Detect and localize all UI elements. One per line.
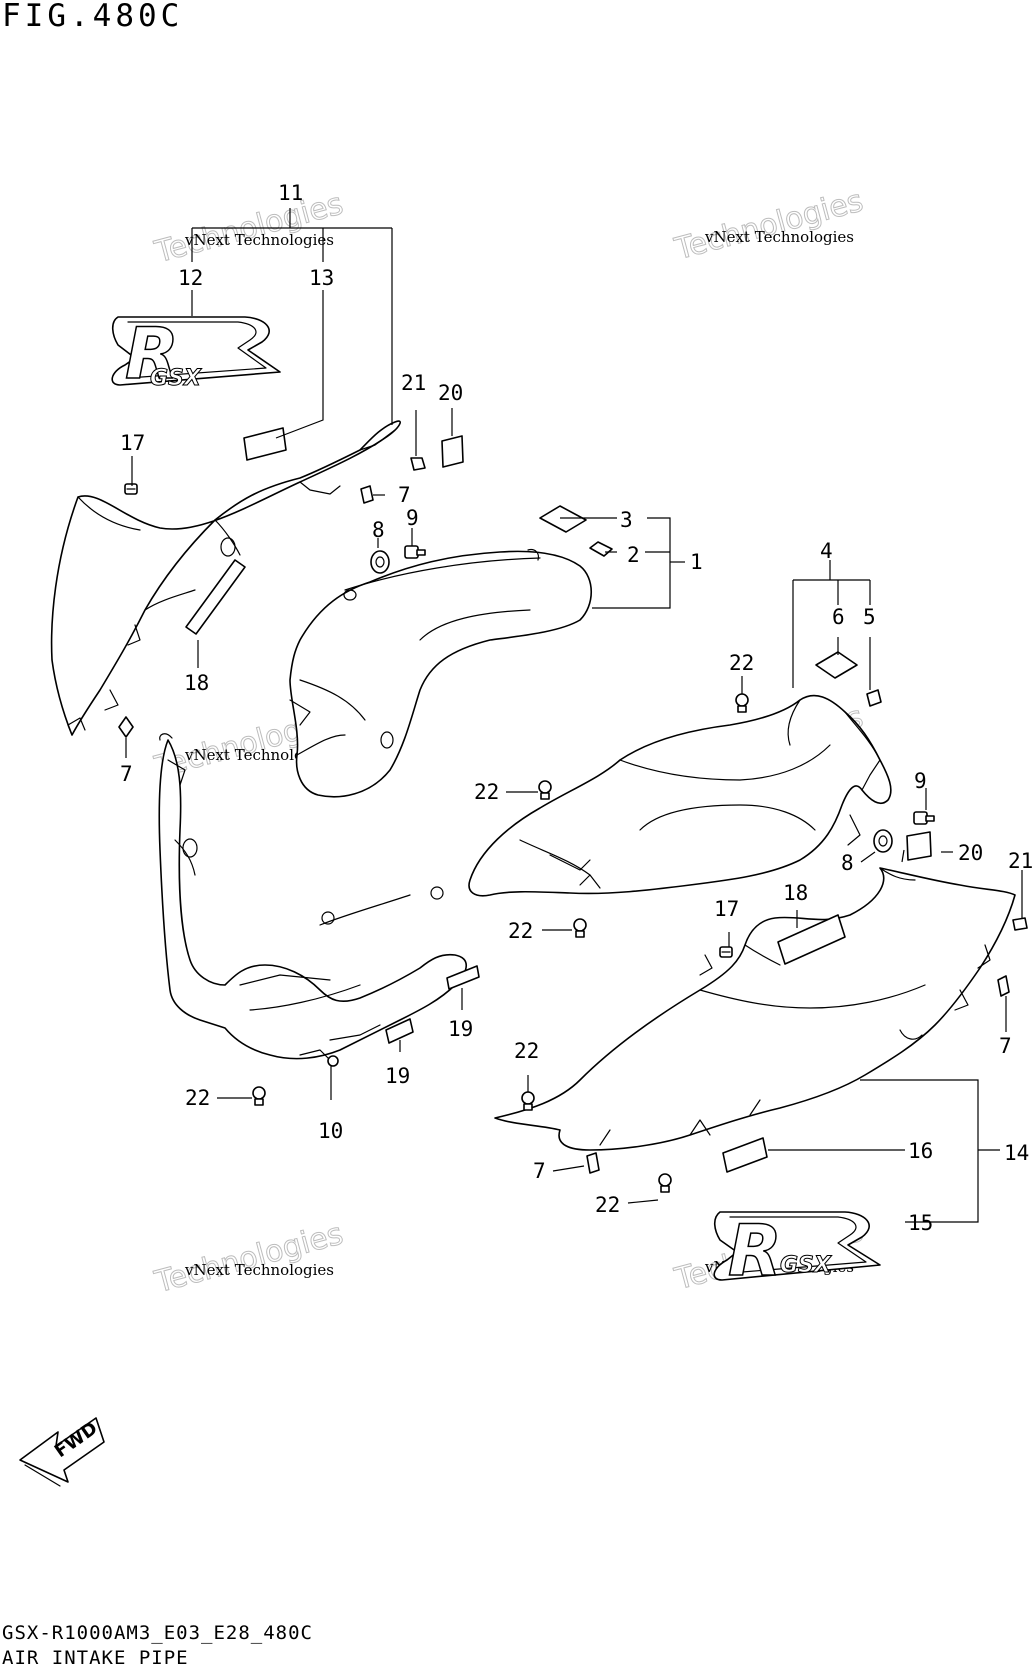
air-intake-pipe-lower <box>468 694 892 897</box>
rivet-22-a <box>735 693 749 713</box>
decal-16 <box>722 1137 768 1173</box>
callout-8-lower: 8 <box>841 851 854 875</box>
callout-7-c: 7 <box>999 1034 1012 1058</box>
decal-3 <box>539 505 587 533</box>
callout-3: 3 <box>620 508 633 532</box>
callout-7-a: 7 <box>398 483 411 507</box>
screw-17-lower <box>719 946 733 958</box>
callout-14: 14 <box>1004 1141 1029 1165</box>
callout-5: 5 <box>863 605 876 629</box>
watermark-big-text: Technologies <box>671 183 867 267</box>
watermark-big-text: Technologies <box>151 1216 347 1300</box>
screw-17-upper <box>124 483 138 495</box>
callout-19-a: 19 <box>448 1017 473 1041</box>
callout-21-lower: 21 <box>1008 849 1033 873</box>
callout-18-left: 18 <box>184 671 209 695</box>
watermark-small-text: vNext Technologies <box>184 231 334 249</box>
rivet-22-f <box>658 1173 672 1193</box>
grommet-8-lower <box>873 829 893 853</box>
callout-7-d: 7 <box>533 1159 546 1183</box>
decal-letter-text: R <box>728 1210 782 1292</box>
decal-r-lower-right: R GSX <box>713 1209 881 1293</box>
decal-6 <box>815 651 858 679</box>
callout-20-upper: 20 <box>438 381 463 405</box>
callout-13: 13 <box>309 266 334 290</box>
bolt-9-lower <box>913 811 935 825</box>
side-cover-right-lower <box>494 867 1016 1151</box>
rivet-22-e <box>521 1091 535 1111</box>
decal-model-text: GSX <box>150 366 202 391</box>
callout-19-b: 19 <box>385 1064 410 1088</box>
nut-10 <box>327 1055 339 1067</box>
decal-19-b <box>385 1018 414 1044</box>
decal-letter-text: R <box>125 313 179 395</box>
callout-22-a: 22 <box>729 651 754 675</box>
rivet-22-c <box>573 918 587 938</box>
decal-13 <box>243 427 287 461</box>
callout-10: 10 <box>318 1119 343 1143</box>
decal-18-right <box>777 914 846 965</box>
leader-lines <box>125 208 1023 1223</box>
watermark-small-text: vNext Technologies <box>704 228 854 246</box>
pin-21-upper <box>410 457 426 471</box>
callout-8-upper: 8 <box>372 518 385 542</box>
figure-title: FIG.480C <box>2 0 184 34</box>
callout-2: 2 <box>627 543 640 567</box>
callout-17-upper: 17 <box>120 431 145 455</box>
decal-2 <box>589 541 613 557</box>
side-cover-left-lower <box>158 733 468 1061</box>
clip-7-a <box>360 485 374 504</box>
pin-21-lower <box>1012 917 1028 931</box>
callout-12: 12 <box>178 266 203 290</box>
decal-model-text: GSX <box>780 1253 832 1278</box>
callout-20-lower: 20 <box>958 841 983 865</box>
callout-21-upper: 21 <box>401 371 426 395</box>
rivet-22-d <box>252 1086 266 1106</box>
decal-19-a <box>446 965 480 990</box>
air-intake-pipe-upper <box>289 548 592 798</box>
callout-11: 11 <box>278 181 303 205</box>
callout-22-c: 22 <box>508 919 533 943</box>
watermark-bottom-left: Technologies vNext Technologies <box>150 1216 347 1301</box>
clip-7-b <box>118 716 134 738</box>
forward-arrow-icon: FWD <box>19 1417 105 1487</box>
decal-18-left <box>185 559 246 635</box>
clip-7-c <box>997 975 1010 997</box>
callout-9-upper: 9 <box>406 506 419 530</box>
callout-1: 1 <box>690 550 703 574</box>
decal-20-upper <box>441 435 464 468</box>
decal-20-lower <box>906 831 932 861</box>
decal-r-upper-left: R GSX <box>111 312 281 396</box>
callout-6: 6 <box>832 605 845 629</box>
callouts: 11 12 13 21 20 17 7 8 9 3 2 1 4 6 5 18 2… <box>120 181 1033 1235</box>
section-title: AIR INTAKE PIPE <box>2 1647 189 1669</box>
callout-7-b: 7 <box>120 762 133 786</box>
callout-4: 4 <box>820 539 833 563</box>
rivet-22-b <box>538 780 552 800</box>
callout-22-d: 22 <box>185 1086 210 1110</box>
callout-22-e: 22 <box>514 1039 539 1063</box>
watermark-small-text: vNext Technologies <box>184 1261 334 1279</box>
callout-22-b: 22 <box>474 780 499 804</box>
decal-5 <box>866 689 882 707</box>
callout-17-lower: 17 <box>714 897 739 921</box>
side-cover-left-upper <box>50 420 401 736</box>
callout-18-right: 18 <box>783 881 808 905</box>
grommet-8-upper <box>370 550 390 574</box>
watermark-top-right: Technologies vNext Technologies <box>670 183 867 268</box>
clip-7-d <box>586 1152 600 1174</box>
bolt-9-upper <box>404 545 426 559</box>
callout-16: 16 <box>908 1139 933 1163</box>
callout-15: 15 <box>908 1211 933 1235</box>
callout-22-f: 22 <box>595 1193 620 1217</box>
model-code: GSX-R1000AM3_E03_E28_480C <box>2 1622 313 1644</box>
callout-9-lower: 9 <box>914 769 927 793</box>
